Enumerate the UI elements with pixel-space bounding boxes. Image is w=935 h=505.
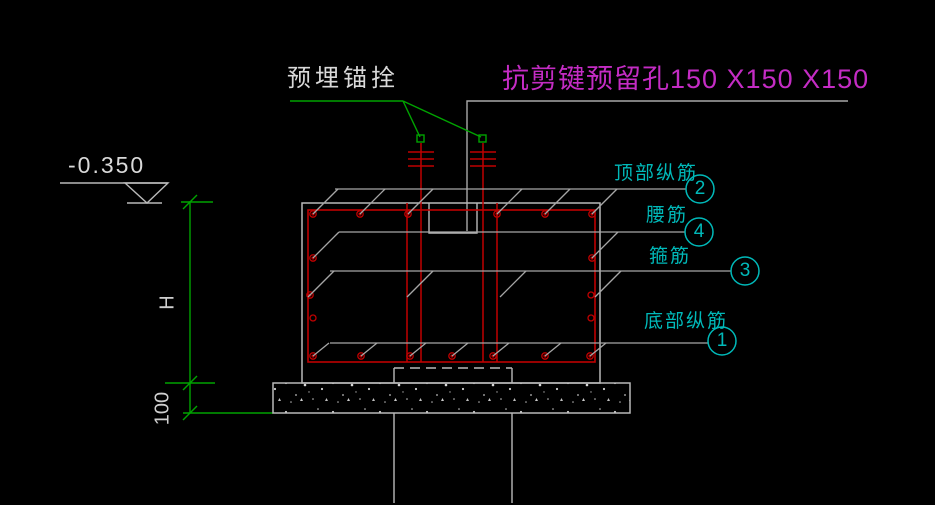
stirrup-rect (307, 209, 596, 363)
dimension-lines (165, 194, 273, 421)
callout-label-bottom-bars: 底部纵筋 (644, 311, 729, 332)
rebar-dots-top (309, 210, 596, 218)
callout-number-waist-bars: 4 (693, 221, 705, 242)
anchor-bolt-label: 预埋锚拴 (287, 65, 399, 92)
leader-waist-bars (312, 231, 685, 259)
shear-key-notch (428, 203, 478, 234)
callout-label-top-bars: 顶部纵筋 (614, 163, 699, 184)
leader-top-bars (312, 188, 686, 215)
anchor-bolt-leader (290, 100, 487, 143)
dimension-beam-height: H (156, 295, 179, 310)
callout-number-stirrups: 3 (739, 260, 751, 281)
beam-outline (301, 202, 601, 384)
callout-number-bottom-bars: 1 (716, 330, 728, 351)
callout-label-stirrups: 箍筋 (649, 246, 692, 267)
rebar-callout-leaders (307, 188, 731, 357)
shear-key-label: 抗剪键预留孔150 X150 X150 (502, 64, 870, 94)
elevation-value: -0.350 (68, 152, 146, 178)
callout-label-waist-bars: 腰筋 (646, 205, 689, 226)
column-below-pad (393, 367, 513, 503)
rebar-dots-bottom (309, 352, 594, 360)
callout-bubbles (684, 174, 760, 356)
leader-stirrups (307, 270, 731, 298)
leader-bottom-bars (312, 342, 708, 357)
anchor-bolts (406, 143, 498, 362)
rebar-dots-waist (306, 254, 596, 322)
elevation-marker (60, 182, 170, 204)
shear-key-leader (466, 100, 848, 231)
footing-pad (272, 382, 631, 414)
callout-number-top-bars: 2 (694, 178, 706, 199)
dimension-pad-thickness: 100 (151, 391, 174, 426)
